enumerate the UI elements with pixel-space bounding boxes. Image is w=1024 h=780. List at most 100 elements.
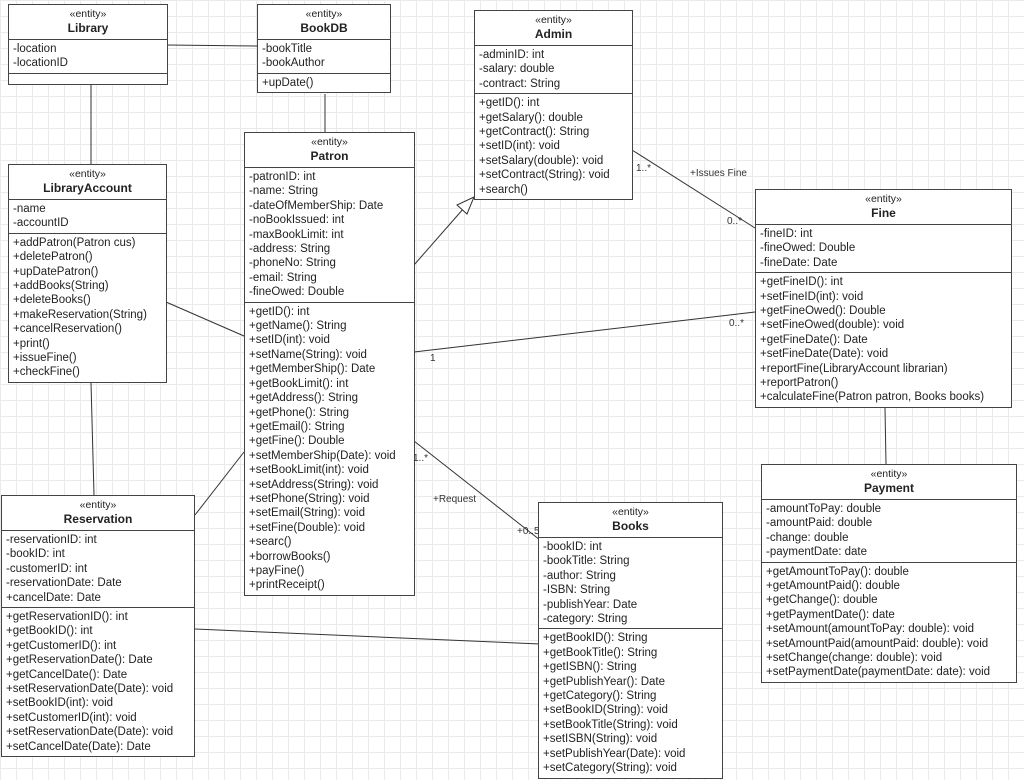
attribute-row: -address: String <box>249 243 331 256</box>
attribute-row: -ISBN: String <box>543 584 611 597</box>
method-row: +getCancelDate(): Date <box>6 668 128 681</box>
class-bookdb-header: «entity» BookDB <box>258 5 390 40</box>
attribute-row: -author: String <box>543 569 616 582</box>
method-row: +getFine(): Double <box>249 435 345 448</box>
method-row: +getPaymentDate(): date <box>766 608 895 621</box>
methods-section: +addPatron(Patron cus) +deletePatron() +… <box>9 234 166 382</box>
method-row: +getCategory(): String <box>543 690 657 703</box>
methods-section <box>9 74 167 84</box>
stereotype-label: «entity» <box>865 193 902 205</box>
class-books[interactable]: «entity» Books -bookID: int -bookTitle: … <box>538 502 723 779</box>
class-library[interactable]: «entity» Library -location -locationID <box>8 4 168 85</box>
stereotype-label: «entity» <box>69 8 107 20</box>
class-libraryaccount[interactable]: «entity» LibraryAccount -name -accountID… <box>8 164 167 383</box>
method-row: +cancelReservation() <box>13 323 122 336</box>
stereotype-label: «entity» <box>612 506 649 518</box>
class-reservation-header: «entity» Reservation <box>2 496 194 531</box>
method-row: +searc() <box>249 536 292 549</box>
attribute-row: -customerID: int <box>6 562 88 575</box>
class-name: Fine <box>871 206 896 220</box>
attribute-row: -change: double <box>766 531 849 544</box>
method-row: +setCustomerID(int): void <box>6 711 137 724</box>
class-payment[interactable]: «entity» Payment -amountToPay: double -a… <box>761 464 1017 683</box>
attribute-row: -fineOwed: Double <box>760 242 856 255</box>
method-row: +setBookID(String): void <box>543 704 668 717</box>
attribute-row: -email: String <box>249 271 317 284</box>
method-row: +setEmail(String): void <box>249 507 365 520</box>
methods-section: +getAmountToPay(): double +getAmountPaid… <box>762 563 1016 682</box>
stereotype-label: «entity» <box>69 168 106 180</box>
method-row: +getBookID(): int <box>6 625 93 638</box>
connector-fine-payment <box>884 407 887 465</box>
method-row: +setPaymentDate(paymentDate: date): void <box>766 666 991 679</box>
attribute-row: -location <box>13 43 57 55</box>
connector-patron-reservation <box>194 451 245 516</box>
method-row: +setName(String): void <box>249 348 367 361</box>
method-row: +setReservationDate(Date): void <box>6 726 174 739</box>
method-row: +getISBN(): String <box>543 661 637 674</box>
methods-section: +getBookID(): String +getBookTitle(): St… <box>539 629 722 777</box>
attribute-row: -amountToPay: double <box>766 503 882 515</box>
method-row: +setAmount(amountToPay: double): void <box>766 623 975 636</box>
attribute-row: -bookTitle <box>262 43 313 55</box>
multiplicity-patron-books-books-side: +0..5 <box>517 526 540 537</box>
class-fine[interactable]: «entity» Fine -fineID: int -fineOwed: Do… <box>755 189 1012 408</box>
method-row: +print() <box>13 337 50 350</box>
class-payment-header: «entity» Payment <box>762 465 1016 500</box>
attributes-section: -bookTitle -bookAuthor <box>258 40 390 74</box>
class-library-header: «entity» Library <box>9 5 167 40</box>
attribute-row: -amountPaid: double <box>766 517 873 530</box>
method-row: +getPhone(): String <box>249 406 350 419</box>
attribute-row: -reservationID: int <box>6 534 97 546</box>
attributes-section: -fineID: int -fineOwed: Double -fineDate… <box>756 225 1011 274</box>
method-row: +setChange(change: double): void <box>766 652 943 665</box>
method-row: +getContract(): String <box>479 126 590 139</box>
class-patron-header: «entity» Patron <box>245 133 414 168</box>
class-reservation[interactable]: «entity» Reservation -reservationID: int… <box>1 495 195 758</box>
stereotype-label: «entity» <box>79 499 117 511</box>
class-name: BookDB <box>300 21 348 35</box>
method-row: +reportPatron() <box>760 377 839 390</box>
attribute-row: -bookAuthor <box>262 57 325 70</box>
method-row: +setSalary(double): void <box>479 154 604 167</box>
connector-admin-fine <box>631 149 756 229</box>
attribute-row: -name <box>13 203 46 215</box>
methods-section: +getReservationID(): int +getBookID(): i… <box>2 608 194 756</box>
connector-patron-fine <box>413 311 756 353</box>
connector-library-bookdb <box>166 44 258 47</box>
method-row: +getFineDate(): Date <box>760 333 868 346</box>
method-row: +setID(int): void <box>479 140 560 153</box>
method-row: +setBookID(int): void <box>6 697 114 710</box>
class-admin[interactable]: «entity» Admin -adminID: int -salary: do… <box>474 10 633 201</box>
method-row: +setPublishYear(Date): void <box>543 747 686 760</box>
class-books-header: «entity» Books <box>539 503 722 538</box>
method-row: +addBooks(String) <box>13 280 109 293</box>
class-bookdb[interactable]: «entity» BookDB -bookTitle -bookAuthor +… <box>257 4 391 94</box>
attribute-row: -bookID: int <box>6 548 65 561</box>
method-row: +setFineID(int): void <box>760 290 864 303</box>
method-row: +getBookTitle(): String <box>543 646 658 659</box>
attribute-row: -locationID <box>13 57 68 70</box>
stereotype-label: «entity» <box>870 468 908 480</box>
method-row: +calculateFine(Patron patron, Books book… <box>760 391 985 404</box>
methods-section: +getID(): int +getName(): String +setID(… <box>245 303 414 595</box>
attribute-row: -bookID: int <box>543 541 602 553</box>
class-name: Admin <box>534 27 573 41</box>
method-row: +borrowBooks() <box>249 550 331 563</box>
attributes-section: -reservationID: int -bookID: int -custom… <box>2 531 194 609</box>
multiplicity-patron-fine-patron-side: 1 <box>430 353 436 364</box>
attributes-section: -patronID: int -name: String -dateOfMemb… <box>245 168 414 303</box>
generalization-arrowhead <box>456 195 475 215</box>
method-row: +setReservationDate(Date): void <box>6 683 174 696</box>
method-row: +getAmountToPay(): double <box>766 565 909 578</box>
method-row: +setID(int): void <box>249 334 330 347</box>
attribute-row: -dateOfMemberShip: Date <box>249 199 384 212</box>
method-row: +getName(): String <box>249 320 347 333</box>
attribute-row: -noBookIssued: int <box>249 214 345 227</box>
attribute-row: +cancelDate: Date <box>6 591 101 604</box>
method-row: +getReservationID(): int <box>6 611 128 624</box>
method-row: +getFineID(): int <box>760 276 843 289</box>
class-patron[interactable]: «entity» Patron -patronID: int -name: St… <box>244 132 415 596</box>
multiplicity-admin-side: 1..* <box>636 163 652 174</box>
